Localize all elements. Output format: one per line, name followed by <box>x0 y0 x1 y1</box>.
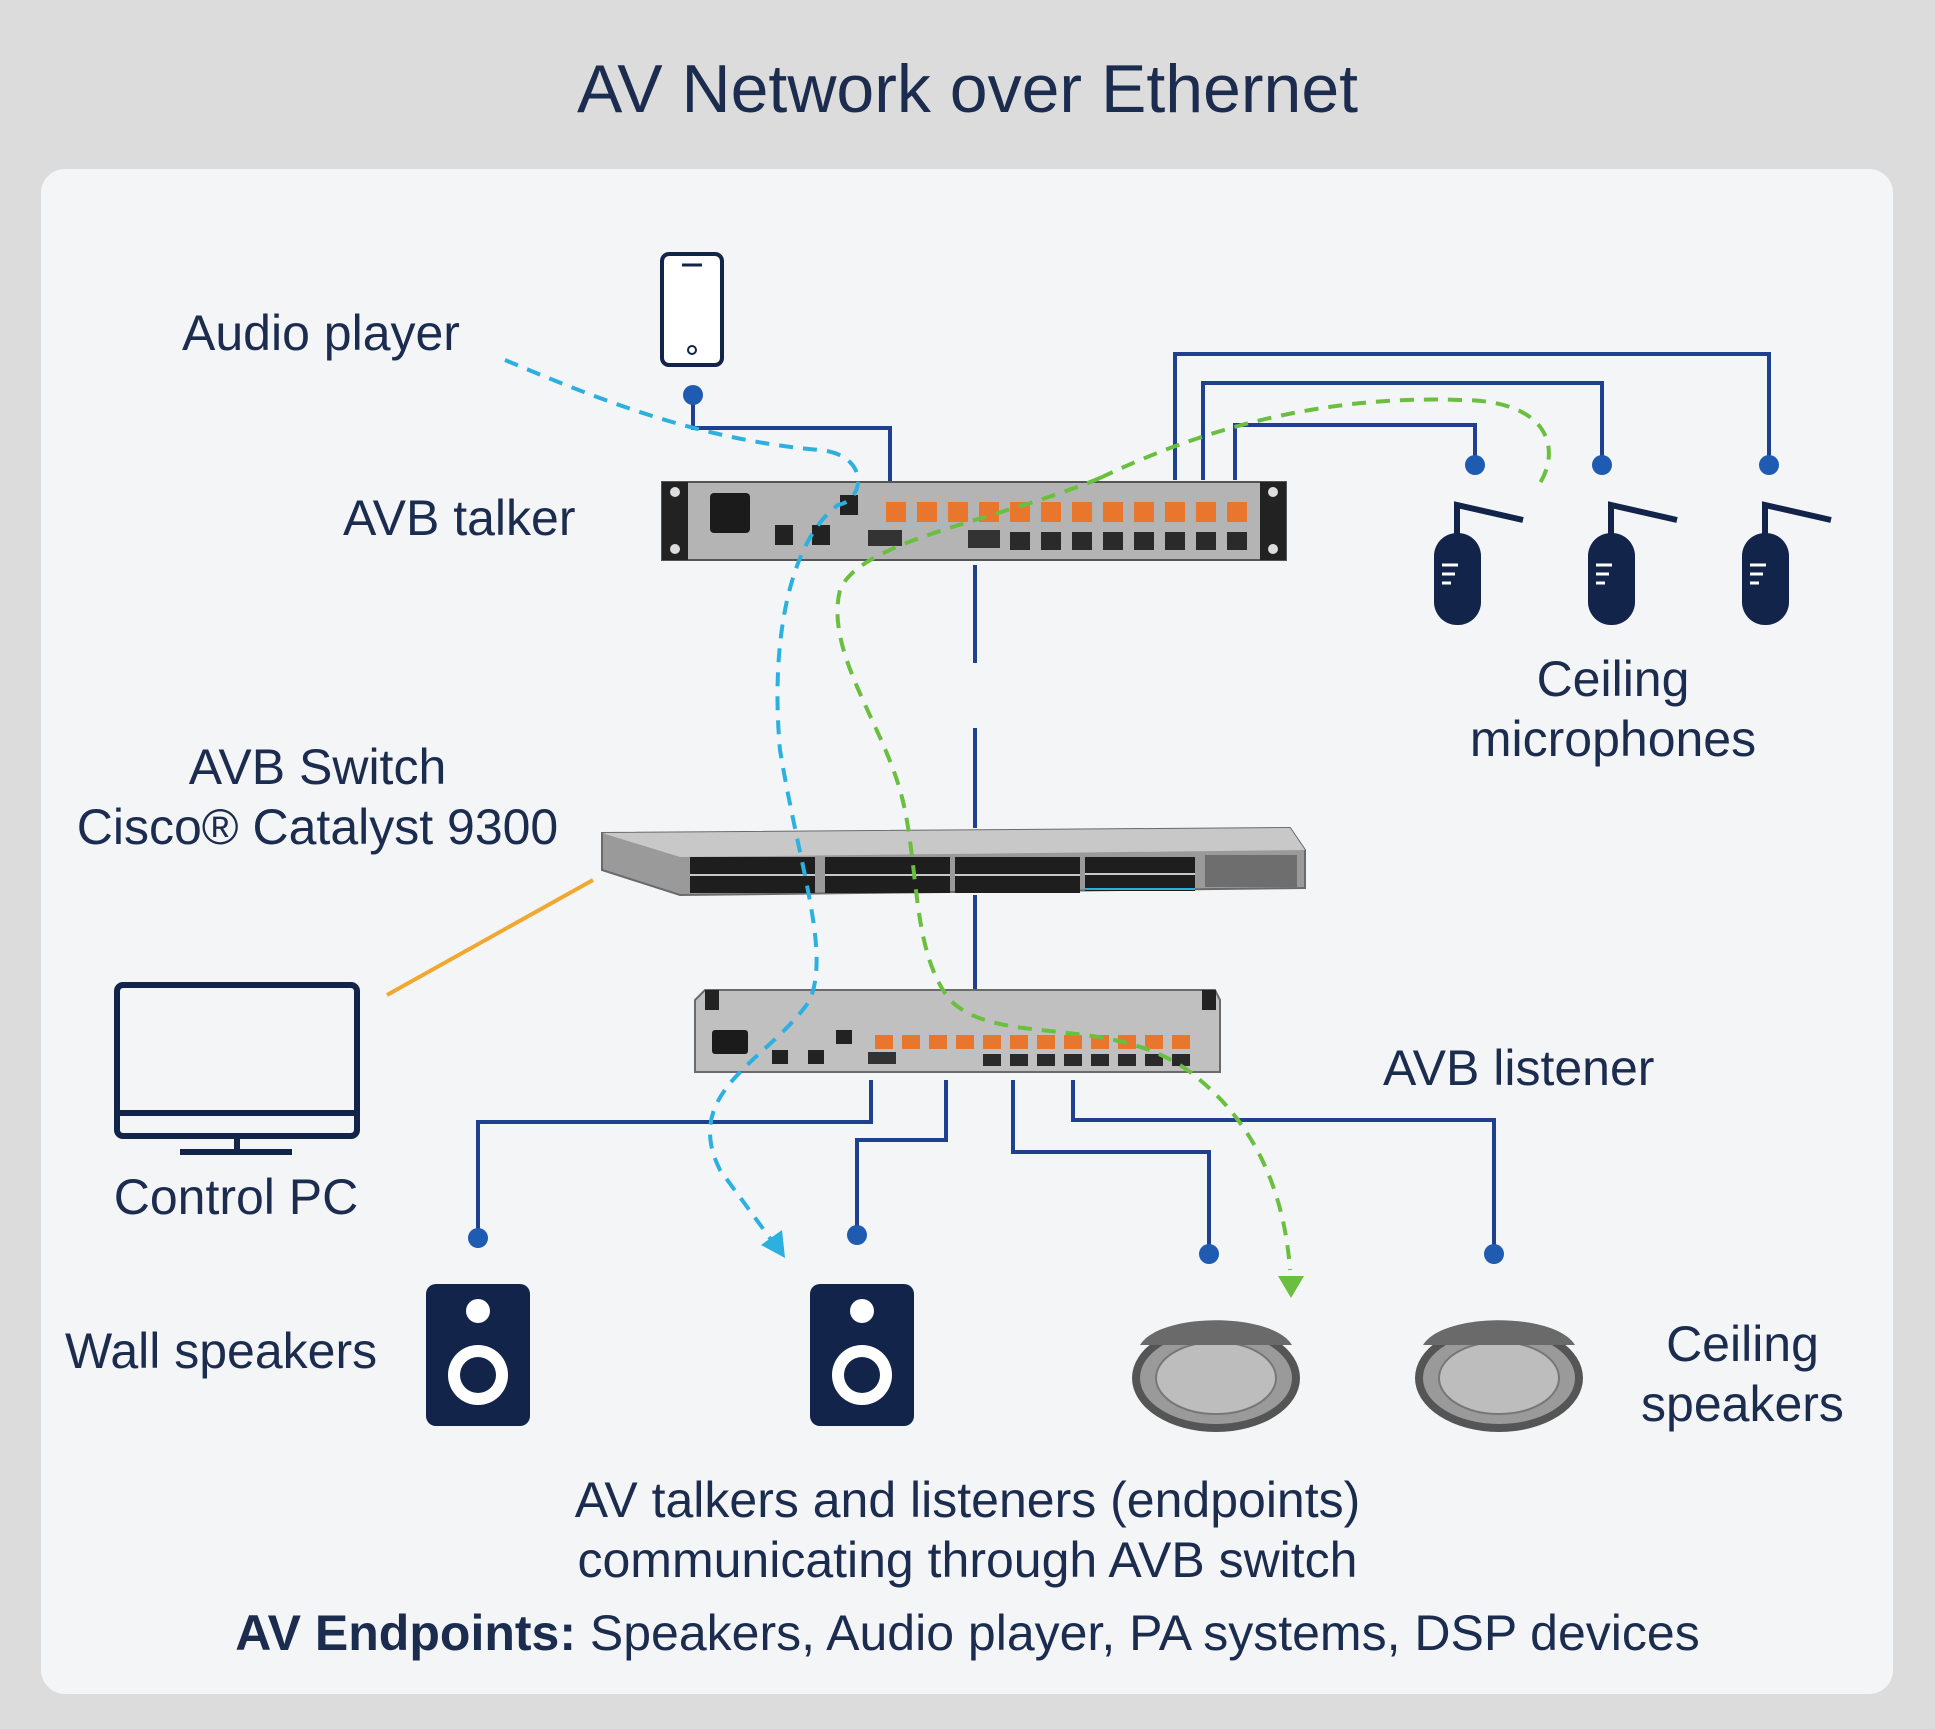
ceiling-speakers-label-line1: Ceiling <box>1666 1316 1819 1372</box>
endpoints-footnote: AV Endpoints: Speakers, Audio player, PA… <box>0 1604 1935 1662</box>
audio-stream-path <box>504 358 860 1247</box>
caption-line2: communicating through AVB switch <box>577 1532 1358 1588</box>
audio-player-cable <box>691 395 892 482</box>
avb-switch-label-line1: AVB Switch <box>188 739 447 795</box>
smartphone-icon <box>660 252 724 367</box>
ceiling-speaker-cable-2 <box>1071 1080 1496 1252</box>
control-pc-label: Control PC <box>113 1169 359 1225</box>
avb-listener-label: AVB listener <box>1383 1040 1655 1096</box>
mic-cable-2 <box>1201 381 1604 480</box>
ceiling-microphones-label-line1: Ceiling <box>1536 651 1690 707</box>
ceiling-speaker-icon <box>1415 1320 1583 1432</box>
monitor-icon <box>114 982 360 1155</box>
footnote-list: Speakers, Audio player, PA systems, DSP … <box>575 1605 1700 1661</box>
footnote-heading: AV Endpoints: <box>235 1605 576 1661</box>
audio-player-label: Audio player <box>182 305 460 361</box>
caption-line1: AV talkers and listeners (endpoints) <box>574 1472 1361 1528</box>
control-pc-link <box>386 878 594 997</box>
mic-cable-3 <box>1173 352 1771 480</box>
mic-cable-1 <box>1233 423 1477 480</box>
speaker-icon <box>810 1284 914 1426</box>
ceiling-speaker-cable-1 <box>1011 1080 1211 1252</box>
speaker-icon <box>426 1284 530 1426</box>
ceiling-microphones-label-line2: microphones <box>1469 711 1757 767</box>
mic-stream-arrow <box>1278 1276 1304 1298</box>
ceiling-speaker-icon <box>1132 1320 1300 1432</box>
microphone-icon <box>1434 501 1524 625</box>
diagram-panel <box>41 169 1893 1694</box>
wiring <box>476 352 1771 1252</box>
wall-speaker-cable-2 <box>855 1080 948 1232</box>
ceiling-speakers-label-line2: speakers <box>1641 1376 1844 1432</box>
wall-speakers-label: Wall speakers <box>65 1323 378 1379</box>
diagram-title: AV Network over Ethernet <box>576 51 1359 127</box>
avb-talker-label: AVB talker <box>343 490 576 546</box>
wall-speaker-cable-1 <box>476 1080 873 1235</box>
cable-endpoints <box>468 385 1779 1264</box>
microphone-icon <box>1742 501 1832 625</box>
avb-listener-device <box>694 989 1221 1073</box>
audio-stream-arrow <box>761 1230 785 1258</box>
microphone-icon <box>1588 501 1678 625</box>
avb-switch-label-line2: Cisco® Catalyst 9300 <box>76 799 559 855</box>
mic-stream-path <box>835 397 1551 1271</box>
avb-switch-device <box>601 826 1306 897</box>
